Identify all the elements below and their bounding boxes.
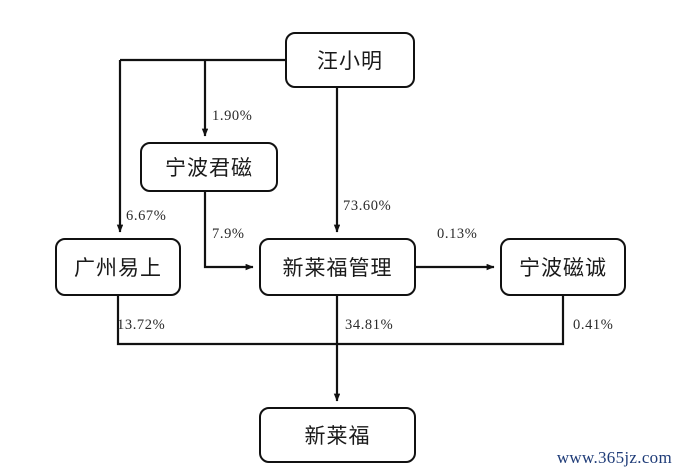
node-ningbojunci[interactable]: 宁波君磁: [140, 142, 278, 192]
node-guangzhouyishang[interactable]: 广州易上: [55, 238, 181, 296]
edge-label-guangzhouyishang-xinlaifu: 13.72%: [117, 317, 166, 333]
edge-label-wang-xinlaifuguanli: 73.60%: [343, 198, 392, 214]
node-ningbocicheng[interactable]: 宁波磁诚: [500, 238, 626, 296]
node-xinlaifuguanli[interactable]: 新莱福管理: [259, 238, 416, 296]
edge-label-wang-ningbojunci: 1.90%: [212, 108, 253, 124]
node-xinlaifu[interactable]: 新莱福: [259, 407, 416, 463]
edge-label-xinlaifuguanli-ningbocicheng: 0.13%: [437, 226, 478, 242]
site-watermark: www.365jz.com: [556, 448, 672, 467]
edge-label-xinlaifuguanli-xinlaifu: 34.81%: [345, 317, 394, 333]
edge-guangzhouyishang-to-xinlaifu: [116, 296, 337, 346]
edge-label-ningbocicheng-xinlaifu: 0.41%: [573, 317, 614, 333]
edge-ningbojunci-to-xinlaifuguanli: [203, 192, 254, 271]
edge-label-wang-guangzhouyishang: 6.67%: [126, 208, 167, 224]
edge-label-ningbojunci-xinlaifuguanli: 7.9%: [212, 226, 245, 242]
edge-ningbocicheng-to-xinlaifu: [337, 296, 565, 346]
node-wangxiaoming[interactable]: 汪小明: [285, 32, 415, 88]
